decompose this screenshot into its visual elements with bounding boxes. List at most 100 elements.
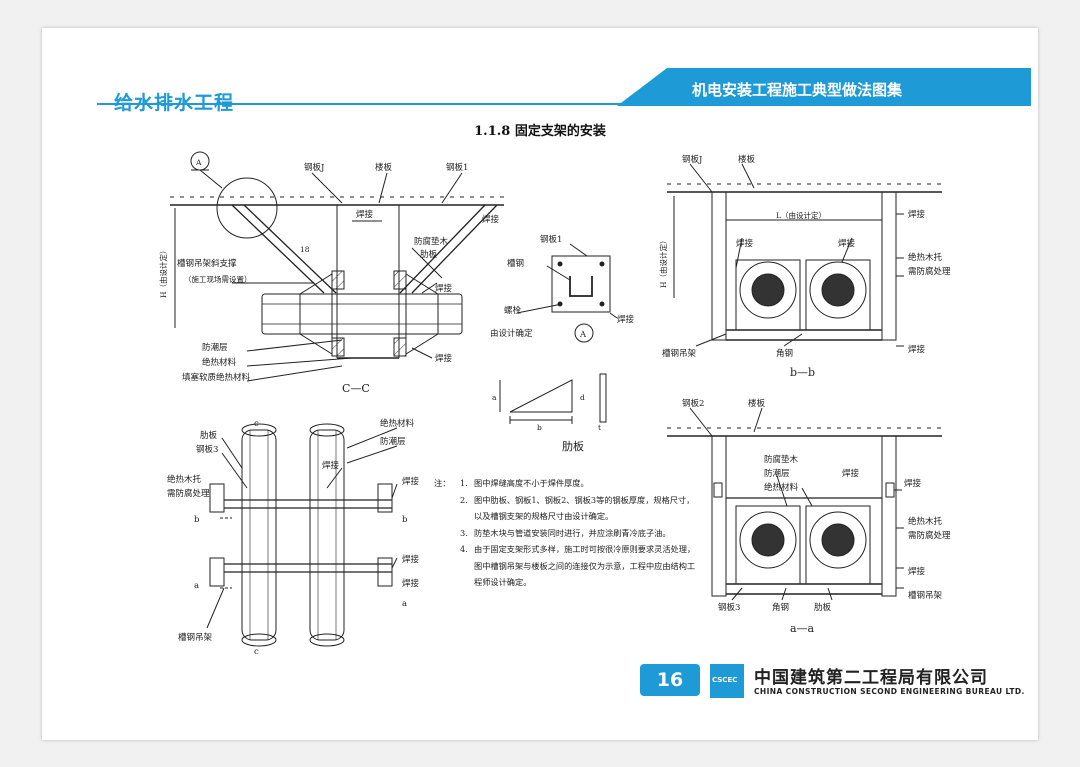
label-aa-jiere: 绝热材料: [764, 482, 799, 493]
label-aa-fangfu-dianmu: 防腐垫木: [764, 454, 799, 465]
label-bb-hanfeng-b: 焊接: [908, 344, 926, 355]
note-item: 注： 1. 图中焊缝高度不小于焊件厚度。: [434, 475, 702, 492]
label-aa-mutuo: 绝热木托: [908, 516, 943, 527]
label-aa-jiaogang: 角钢: [772, 602, 789, 613]
label-fangfu-dianmu: 防腐垫木: [414, 236, 449, 247]
label-hanfeng-2: 焊接: [435, 283, 453, 294]
rib-plate-labels: 肋板 b a d t: [492, 393, 601, 453]
label-plan-cut-a: a: [194, 581, 199, 591]
label-bb-hanfeng-r: 焊接: [838, 238, 856, 249]
label-rib-a: a: [492, 393, 497, 402]
label-gangban-1: 钢板1: [446, 162, 468, 173]
section-cc-labels: 钢板J 楼板 钢板1 焊接 焊接 防腐垫木 肋板 焊接 焊接 槽钢吊架斜支撑 （…: [158, 158, 500, 395]
label-detail-gangban-1: 钢板1: [540, 234, 562, 245]
label-rib-d: d: [580, 393, 585, 402]
label-bb-hanfeng-l: 焊接: [736, 238, 754, 249]
page-title: 1.1.8 固定支架的安装: [474, 124, 606, 139]
label-bb-dim-l: L（由设计定）: [776, 210, 826, 220]
label-bb-fangfu: 需防腐处理: [908, 266, 951, 277]
note-text: 图中焊缝高度不小于焊件厚度。: [474, 478, 589, 488]
label-hanfeng-3: 焊接: [435, 353, 453, 364]
section-bb-labels: 钢板J 楼板 L（由设计定） 焊接 焊接 焊接 绝热木托 需防腐处理 槽钢吊架 …: [658, 154, 951, 379]
detail-a-drawing: [516, 243, 618, 343]
company-name-en: CHINA CONSTRUCTION SECOND ENGINEERING BU…: [754, 687, 1025, 696]
label-plan-hanfeng: 焊接: [322, 460, 340, 471]
label-brace-note: （施工现场需设置）: [184, 274, 252, 284]
label-plan-jiere: 绝热材料: [380, 418, 415, 429]
note-number: 3.: [460, 527, 468, 538]
label-bb-dim-h: H（由设计定）: [658, 236, 668, 288]
label-aa-fangchao: 防潮层: [764, 468, 790, 479]
label-plan-caogang: 槽钢吊架: [178, 632, 213, 643]
label-fangchao: 防潮层: [202, 342, 228, 353]
label-aa-hanfeng: 焊接: [842, 468, 860, 479]
label-rib-b: b: [537, 423, 542, 432]
header-banner: [617, 68, 1031, 106]
note-text: 防垫木块与管道安装同时进行，并应涂刷青冷底子油。: [474, 527, 671, 538]
company-logo-icon: CSCEC: [710, 664, 744, 698]
note-item: 4. 由于固定支架形式多样，施工时可按很冷原则要求灵活处理，图中槽钢吊架与楼板之…: [434, 541, 702, 591]
section-cc-title: C—C: [342, 382, 370, 395]
label-plan-hanfeng-r: 焊接: [402, 476, 420, 487]
label-bb-mutuo: 绝热木托: [908, 252, 943, 263]
company-name-cn: 中国建筑第二工程局有限公司: [754, 668, 988, 688]
label-aa-leiban: 肋板: [814, 602, 832, 613]
page-number: 16: [640, 664, 700, 696]
note-text: 由于固定支架形式多样，施工时可按很冷原则要求灵活处理，图中槽钢吊架与楼板之间的连…: [474, 544, 696, 587]
plan-view-labels: 肋板 钢板3 绝热木托 需防腐处理 绝热材料 防潮层 焊接 焊接 焊接 焊接 槽…: [167, 418, 420, 657]
label-dim-h: H（由设计定）: [158, 246, 168, 298]
notes-prefix: 注：: [434, 478, 451, 488]
logo-text: CSCEC: [712, 676, 738, 684]
section-cc-drawing: [170, 151, 504, 382]
label-plan-hanfeng-r2: 焊接: [402, 554, 420, 565]
label-plan-fangfu: 需防腐处理: [167, 488, 210, 499]
label-plan-leiban: 肋板: [200, 430, 218, 441]
note-item: 2. 图中肋板、钢板1、钢板2、钢板3等的钢板厚度，规格尺寸，以及槽钢支架的规格…: [434, 492, 702, 525]
label-bb-hanfeng: 焊接: [908, 209, 926, 220]
book-title: 机电安装工程施工典型做法图集: [692, 81, 903, 99]
note-number: 1.: [460, 478, 468, 488]
label-plan-hanfeng-r3: 焊接: [402, 578, 420, 589]
note-text: 图中肋板、钢板1、钢板2、钢板3等的钢板厚度，规格尺寸，以及槽钢支架的规格尺寸由…: [474, 494, 695, 522]
label-aa-caogang: 槽钢吊架: [908, 590, 943, 601]
label-tianse: 填塞软质绝热材料: [182, 372, 251, 383]
label-plan-cut-a-r: a: [402, 599, 407, 609]
label-detail-callout: A: [579, 330, 587, 340]
label-rib-plate: 肋板: [562, 439, 584, 453]
label-detail-note: 由设计确定: [490, 328, 533, 339]
label-jiere: 绝热材料: [202, 357, 237, 368]
label-detail-caogang: 槽钢: [507, 258, 524, 269]
label-plan-cut-c-b: c: [254, 647, 259, 657]
label-plan-cut-b-r: b: [402, 515, 408, 525]
label-aa-louban: 楼板: [748, 398, 766, 409]
note-number: 4.: [460, 544, 468, 554]
note-number: 2.: [460, 494, 468, 505]
rib-plate-drawing: [499, 373, 607, 424]
label-aa-hanfeng-r: 焊接: [904, 478, 922, 489]
label-hanfeng-right: 焊接: [482, 214, 500, 225]
label-plan-cut-b: b: [194, 515, 200, 525]
section-aa-drawing: [667, 407, 942, 601]
label-leiban: 肋板: [420, 249, 438, 260]
note-item: 3. 防垫木块与管道安装同时进行，并应涂刷青冷底子油。: [434, 525, 702, 542]
document-page: 给水排水工程 机电安装工程施工典型做法图集 1.1.8 固定支架的安装: [42, 28, 1038, 740]
notes-block: 注： 1. 图中焊缝高度不小于焊件厚度。 2. 图中肋板、钢板1、钢板2、钢板3…: [434, 475, 702, 591]
label-aa-gangban-2: 钢板2: [682, 398, 704, 409]
label-hanfeng: 焊接: [356, 209, 374, 220]
label-aa-fangfu: 需防腐处理: [908, 530, 951, 541]
section-aa-labels: 钢板2 楼板 防腐垫木 防潮层 绝热材料 焊接 焊接 绝热木托 需防腐处理 焊接…: [682, 398, 951, 635]
label-louban: 楼板: [375, 162, 393, 173]
section-bb-title: b—b: [790, 366, 815, 379]
label-rib-t: t: [598, 423, 601, 432]
header-rule: [97, 103, 677, 105]
section-aa-title: a—a: [790, 622, 815, 635]
label-aa-hanfeng-b: 焊接: [908, 566, 926, 577]
label-plan-mutuo: 绝热木托: [167, 474, 202, 485]
label-dim-18: 18: [300, 245, 310, 254]
section-bb-drawing: [667, 163, 942, 347]
drawing-canvas: 钢板J 楼板 钢板1 焊接 焊接 防腐垫木 肋板 焊接 焊接 槽钢吊架斜支撑 （…: [158, 151, 951, 657]
label-gangban-j: 钢板J: [304, 162, 325, 173]
label-bb-caogang: 槽钢吊架: [662, 348, 697, 359]
plan-view-drawing: [206, 423, 398, 647]
label-bb-jiaogang: 角钢: [776, 348, 793, 359]
